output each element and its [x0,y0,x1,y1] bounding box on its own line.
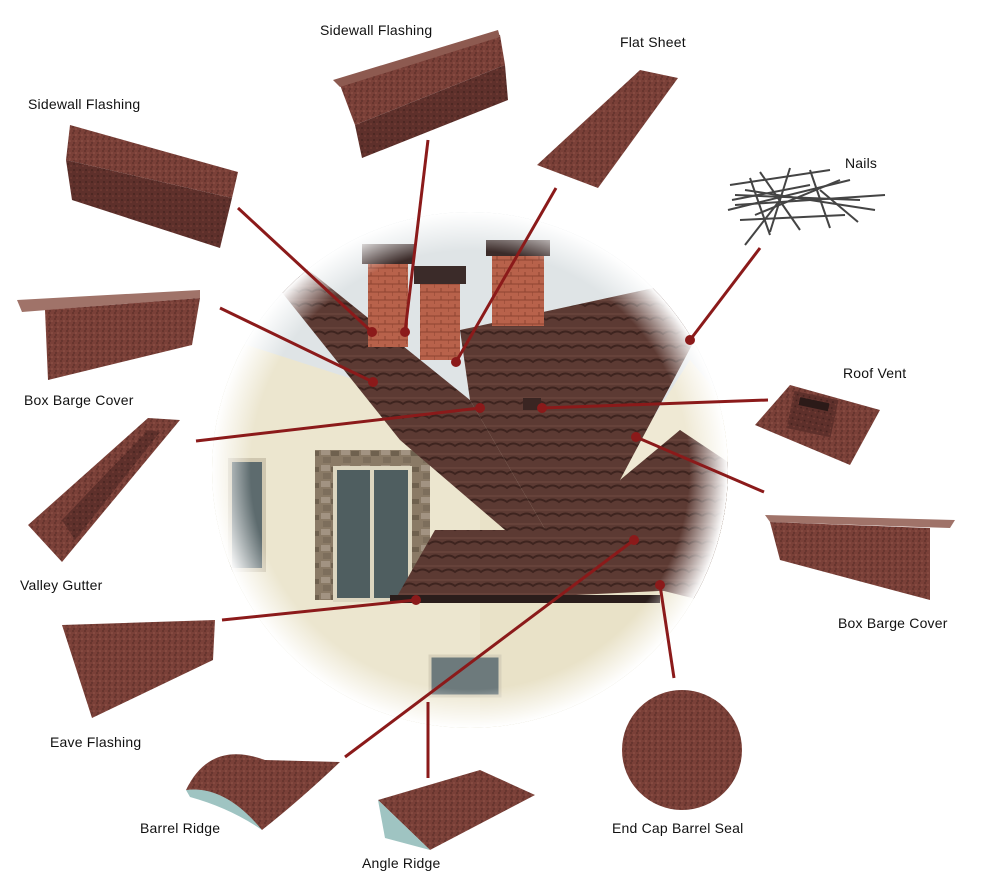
valley-gutter-product [28,418,180,562]
label-eave-flashing: Eave Flashing [50,734,142,750]
sidewall-flashing-top-product [333,30,508,158]
label-end-cap-barrel-seal: End Cap Barrel Seal [612,820,744,836]
leader-lines [195,139,769,778]
box-barge-cover-right-product [765,515,955,600]
label-sidewall-flashing-top: Sidewall Flashing [320,22,433,38]
label-flat-sheet: Flat Sheet [620,34,686,50]
label-angle-ridge: Angle Ridge [362,855,441,871]
label-nails: Nails [845,155,878,171]
sidewall-flashing-left-product [66,125,238,248]
roof-vent-product [755,385,880,465]
label-valley-gutter: Valley Gutter [20,577,103,593]
nails-product [727,167,886,246]
end-cap-barrel-seal-product [622,690,742,810]
barrel-ridge-product [186,754,340,830]
box-barge-cover-left-product [17,290,200,380]
leader-dots [367,327,695,605]
label-sidewall-flashing-left: Sidewall Flashing [28,96,141,112]
angle-ridge-product [378,770,535,850]
house-illustration [212,212,728,728]
eave-flashing-product [62,620,215,718]
label-barrel-ridge: Barrel Ridge [140,820,221,836]
label-box-barge-cover-left: Box Barge Cover [24,392,134,408]
flat-sheet-product [537,70,678,188]
label-roof-vent: Roof Vent [843,365,907,381]
label-box-barge-cover-right: Box Barge Cover [838,615,948,631]
